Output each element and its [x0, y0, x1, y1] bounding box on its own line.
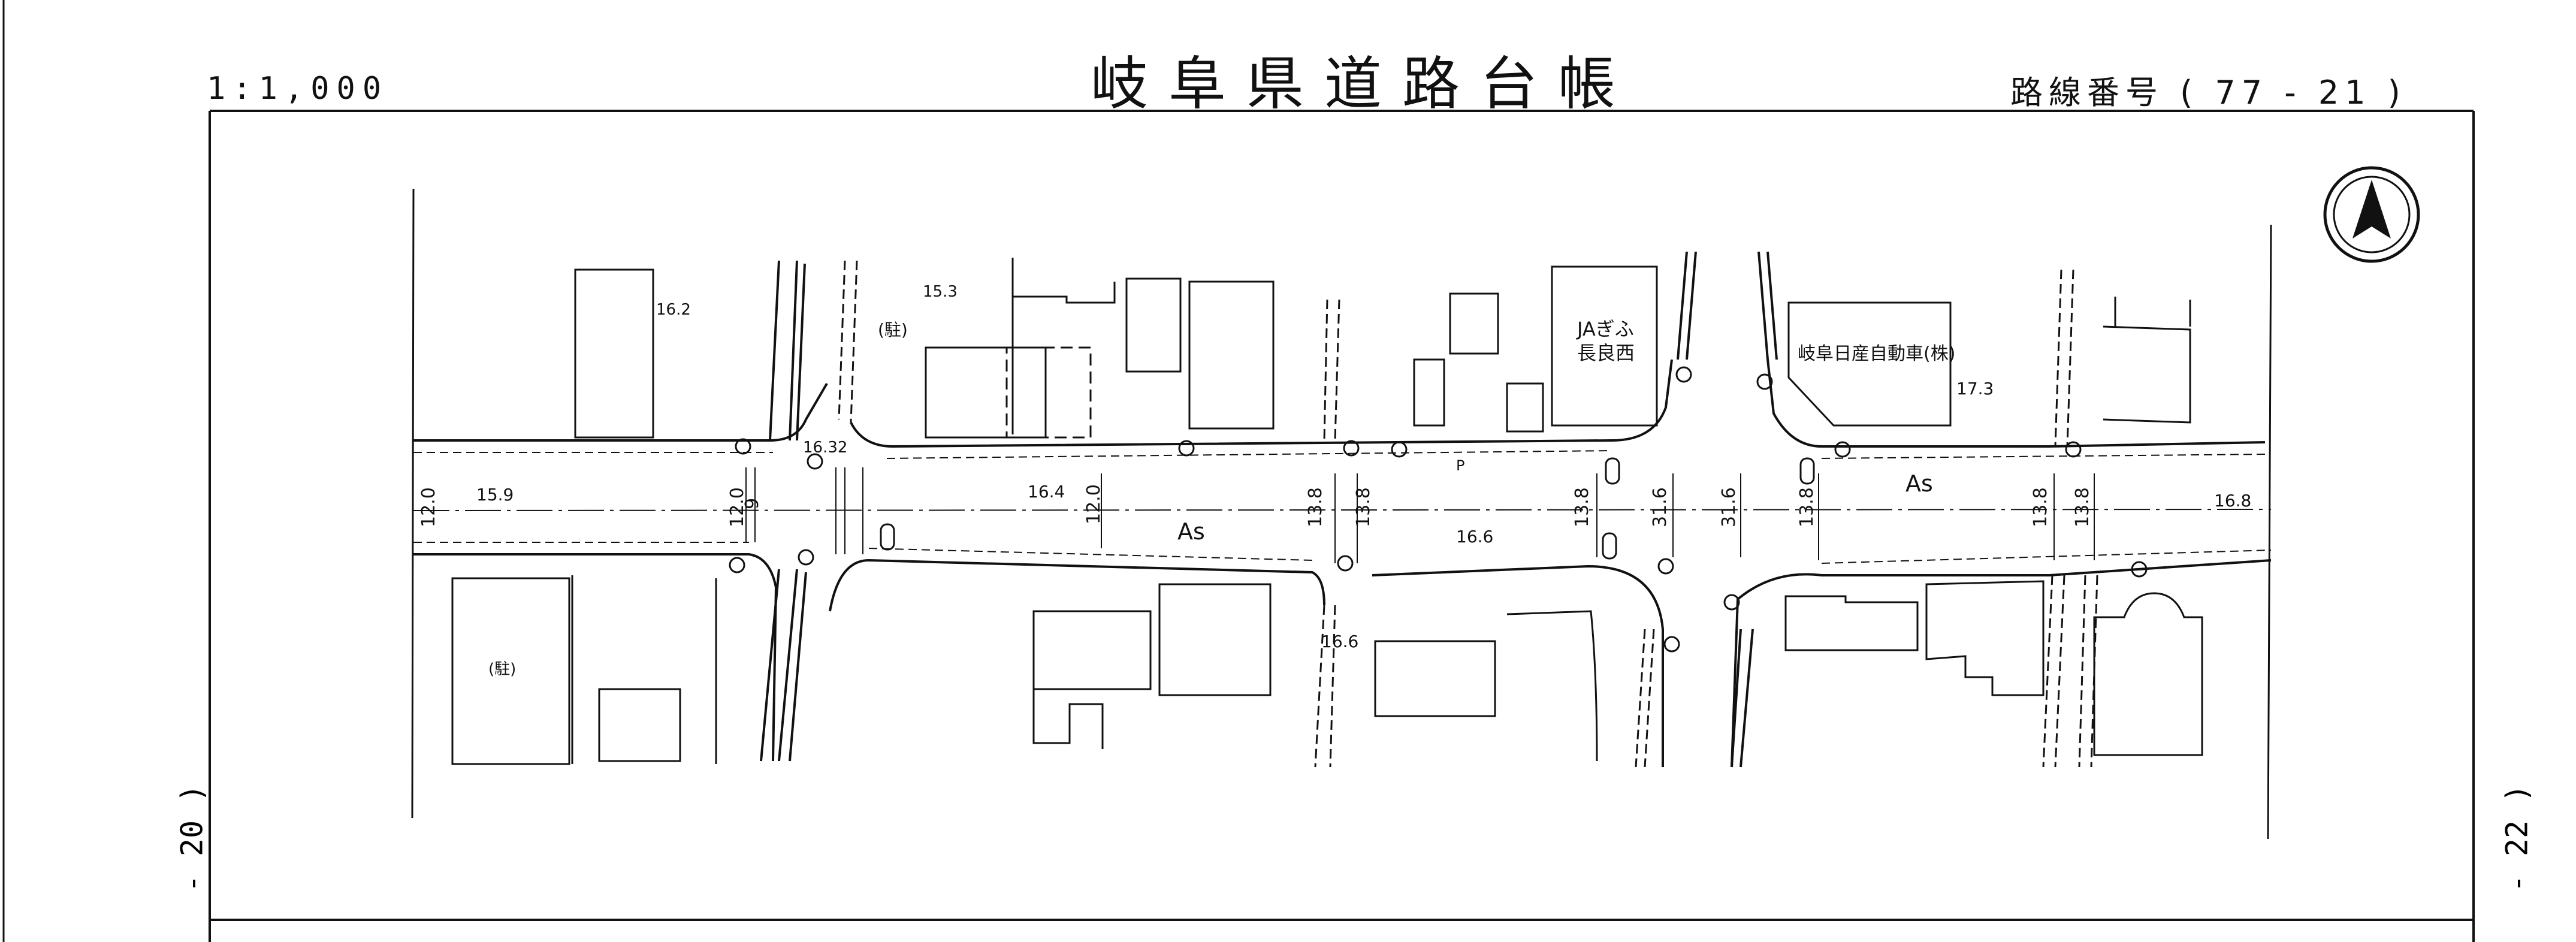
elevation-label: 16.4 — [1028, 482, 1065, 502]
road-width-label: 12.0 — [1083, 484, 1104, 524]
dimension-lines — [745, 467, 2095, 563]
building-name: 岐阜日産自動車(株) — [1798, 343, 1955, 364]
road-width-label: 13.8 — [1353, 487, 1374, 527]
road-width-label: 13.8 — [2030, 487, 2051, 527]
map-title: 岐阜県道路台帳 — [1091, 50, 1636, 117]
road-width-label: 12.0 — [727, 487, 748, 527]
elevation-label: 16.32 — [803, 439, 847, 457]
road-width-label: 31.6 — [1719, 487, 1740, 527]
width-labels: 12.0 12.0 12.0 9 13.8 13.8 13.8 31.6 31.… — [418, 484, 2093, 527]
building-name: JAぎふ — [1576, 318, 1634, 340]
elevation-label: 17.3 — [1956, 379, 1994, 398]
parking-mark: P — [1456, 457, 1464, 474]
elevation-label: 16.6 — [1321, 632, 1358, 651]
route-number: 路線番号 ( 77 - 21 ) — [2010, 74, 2406, 111]
road-width-label: 13.8 — [1572, 487, 1593, 527]
parking-label: (駐) — [488, 660, 516, 678]
sheet-frame — [2, 0, 2475, 942]
parking-label: (駐) — [878, 320, 908, 340]
surface-label: As — [1905, 470, 1933, 497]
road-width-label: 13.8 — [1796, 487, 1817, 527]
north-arrow-icon — [2323, 166, 2420, 263]
elevation-label: 16.2 — [656, 301, 691, 319]
map-labels: 16.2 15.3 16.32 15.9 16.4 16.6 16.8 17.3… — [476, 283, 2251, 678]
scale-label: 1:1,000 — [207, 71, 389, 107]
road-symbols — [729, 366, 2148, 653]
cross-streets — [411, 188, 2272, 840]
building-name: 長良西 — [1577, 342, 1635, 364]
surface-label: As — [1177, 518, 1205, 545]
elevation-label: 16.6 — [1456, 527, 1493, 547]
elevation-label: 16.8 — [2214, 491, 2251, 511]
buildings — [451, 258, 2203, 765]
road-width-label: 13.8 — [2072, 487, 2093, 527]
elevation-label: 15.3 — [923, 283, 958, 301]
road-width-label: 31.6 — [1650, 487, 1671, 527]
road-width-label: 13.8 — [1305, 487, 1326, 527]
main-road — [413, 359, 2272, 768]
elevation-label: 15.9 — [476, 485, 514, 505]
road-width-label: 12.0 — [418, 487, 439, 527]
road-width-label: 9 — [742, 498, 763, 509]
